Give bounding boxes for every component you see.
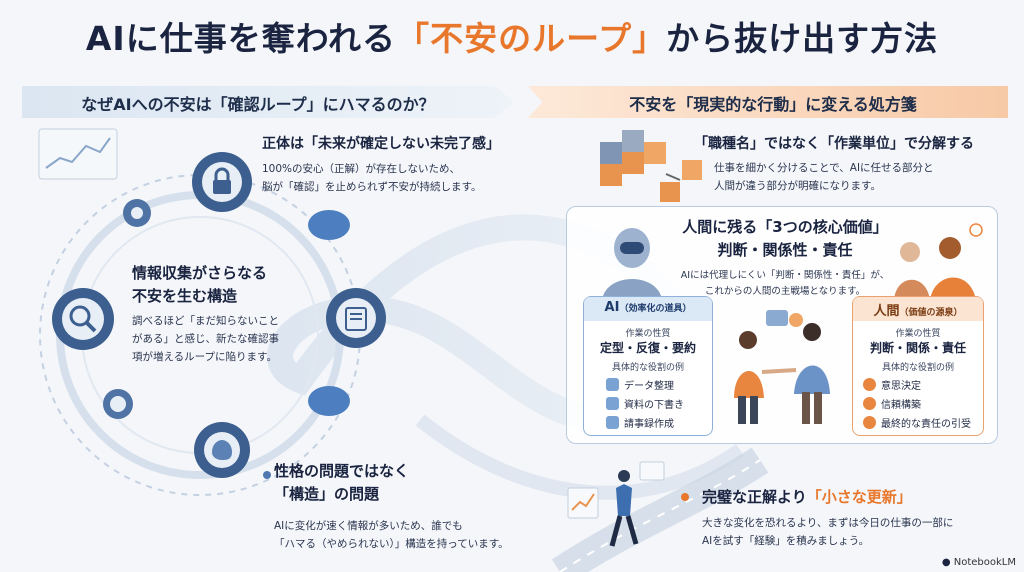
- brain-icon: [308, 210, 350, 240]
- brain-gear-icon: [194, 422, 250, 478]
- notebooklm-logo: ● NotebookLM: [941, 557, 1016, 568]
- brain-icon-2: [308, 386, 350, 416]
- search-gear-icon: [52, 288, 114, 350]
- cube-decomposition-icon: [600, 130, 702, 202]
- human-role-card: 人間（価値の源泉） 作業の性質 判断・関係・責任 具体的な役割の例 意思決定 信…: [852, 296, 984, 436]
- document-search-gear-icon: [326, 288, 386, 348]
- ai-role-item: 資料の下書き: [606, 396, 712, 411]
- human-role-item: 意思決定: [863, 377, 983, 392]
- bullet-dot-icon-orange: [681, 493, 689, 501]
- handshake-illustration: [734, 310, 830, 424]
- handshake-icon: [863, 378, 876, 391]
- robot-icon: [602, 228, 662, 300]
- ai-role-item: データ整理: [606, 377, 712, 392]
- right-section-banner: 不安を「現実的な行動」に変える処方箋: [528, 86, 1008, 118]
- data-list-icon: [606, 378, 619, 391]
- ai-role-card: AI（効率化の道具） 作業の性質 定型・反復・要約 具体的な役割の例 データ整理…: [583, 296, 713, 436]
- human-role-item: 信頼構築: [863, 396, 983, 411]
- checklist-icon: [606, 397, 619, 410]
- lock-gear-icon: [192, 152, 252, 212]
- shield-icon: [863, 416, 876, 429]
- human-card-header: 人間（価値の源泉）: [853, 297, 983, 321]
- document-icon: [606, 416, 619, 429]
- left-section-banner: なぜAIへの不安は「確認ループ」にハマるのか？: [22, 86, 514, 118]
- step2-block: 人間に残る「3つの核心価値」 判断・関係性・責任 AIには代理しにくい「判断・関…: [680, 218, 890, 297]
- human-role-item: 最終的な責任の引受: [863, 415, 983, 430]
- step1-block: 「職種名」ではなく「作業単位」で分解する 仕事を細かく分けることで、AIに任せる…: [694, 136, 974, 192]
- point3-block: 性格の問題ではなく 「構造」の問題 AIに変化が速く情報が多いため、誰でも 「ハ…: [274, 462, 509, 550]
- ai-role-item: 請事録作成: [606, 415, 712, 430]
- title-highlight: 「不安のループ」: [396, 19, 667, 58]
- bullet-dot-icon: [263, 471, 271, 479]
- ai-card-header: AI（効率化の道具）: [584, 297, 712, 321]
- people-icon: [863, 397, 876, 410]
- point1-title: 正体は「未来が確定しない未完了感」: [262, 136, 500, 152]
- chart-screen-icon: [38, 128, 118, 180]
- point2-block: 情報収集がさらなる 不安を生む構造 調べるほど「まだ知らないこと がある」と感じ…: [132, 264, 279, 363]
- page-title: AIに仕事を奪われる「不安のループ」から抜け出す方法: [85, 19, 939, 58]
- step3-block: 完璧な正解より「小さな更新」 大きな変化を恐れるより、まずは今日の仕事の一部に …: [702, 488, 954, 547]
- walking-person-illustration: [567, 461, 665, 547]
- point1-block: 正体は「未来が確定しない未完了感」 100%の安心（正解）が存在しないため、 脳…: [262, 133, 500, 194]
- people-talking-icon: [894, 223, 983, 300]
- small-gear-icon: [123, 199, 151, 227]
- small-lock-gear-icon: [103, 389, 133, 419]
